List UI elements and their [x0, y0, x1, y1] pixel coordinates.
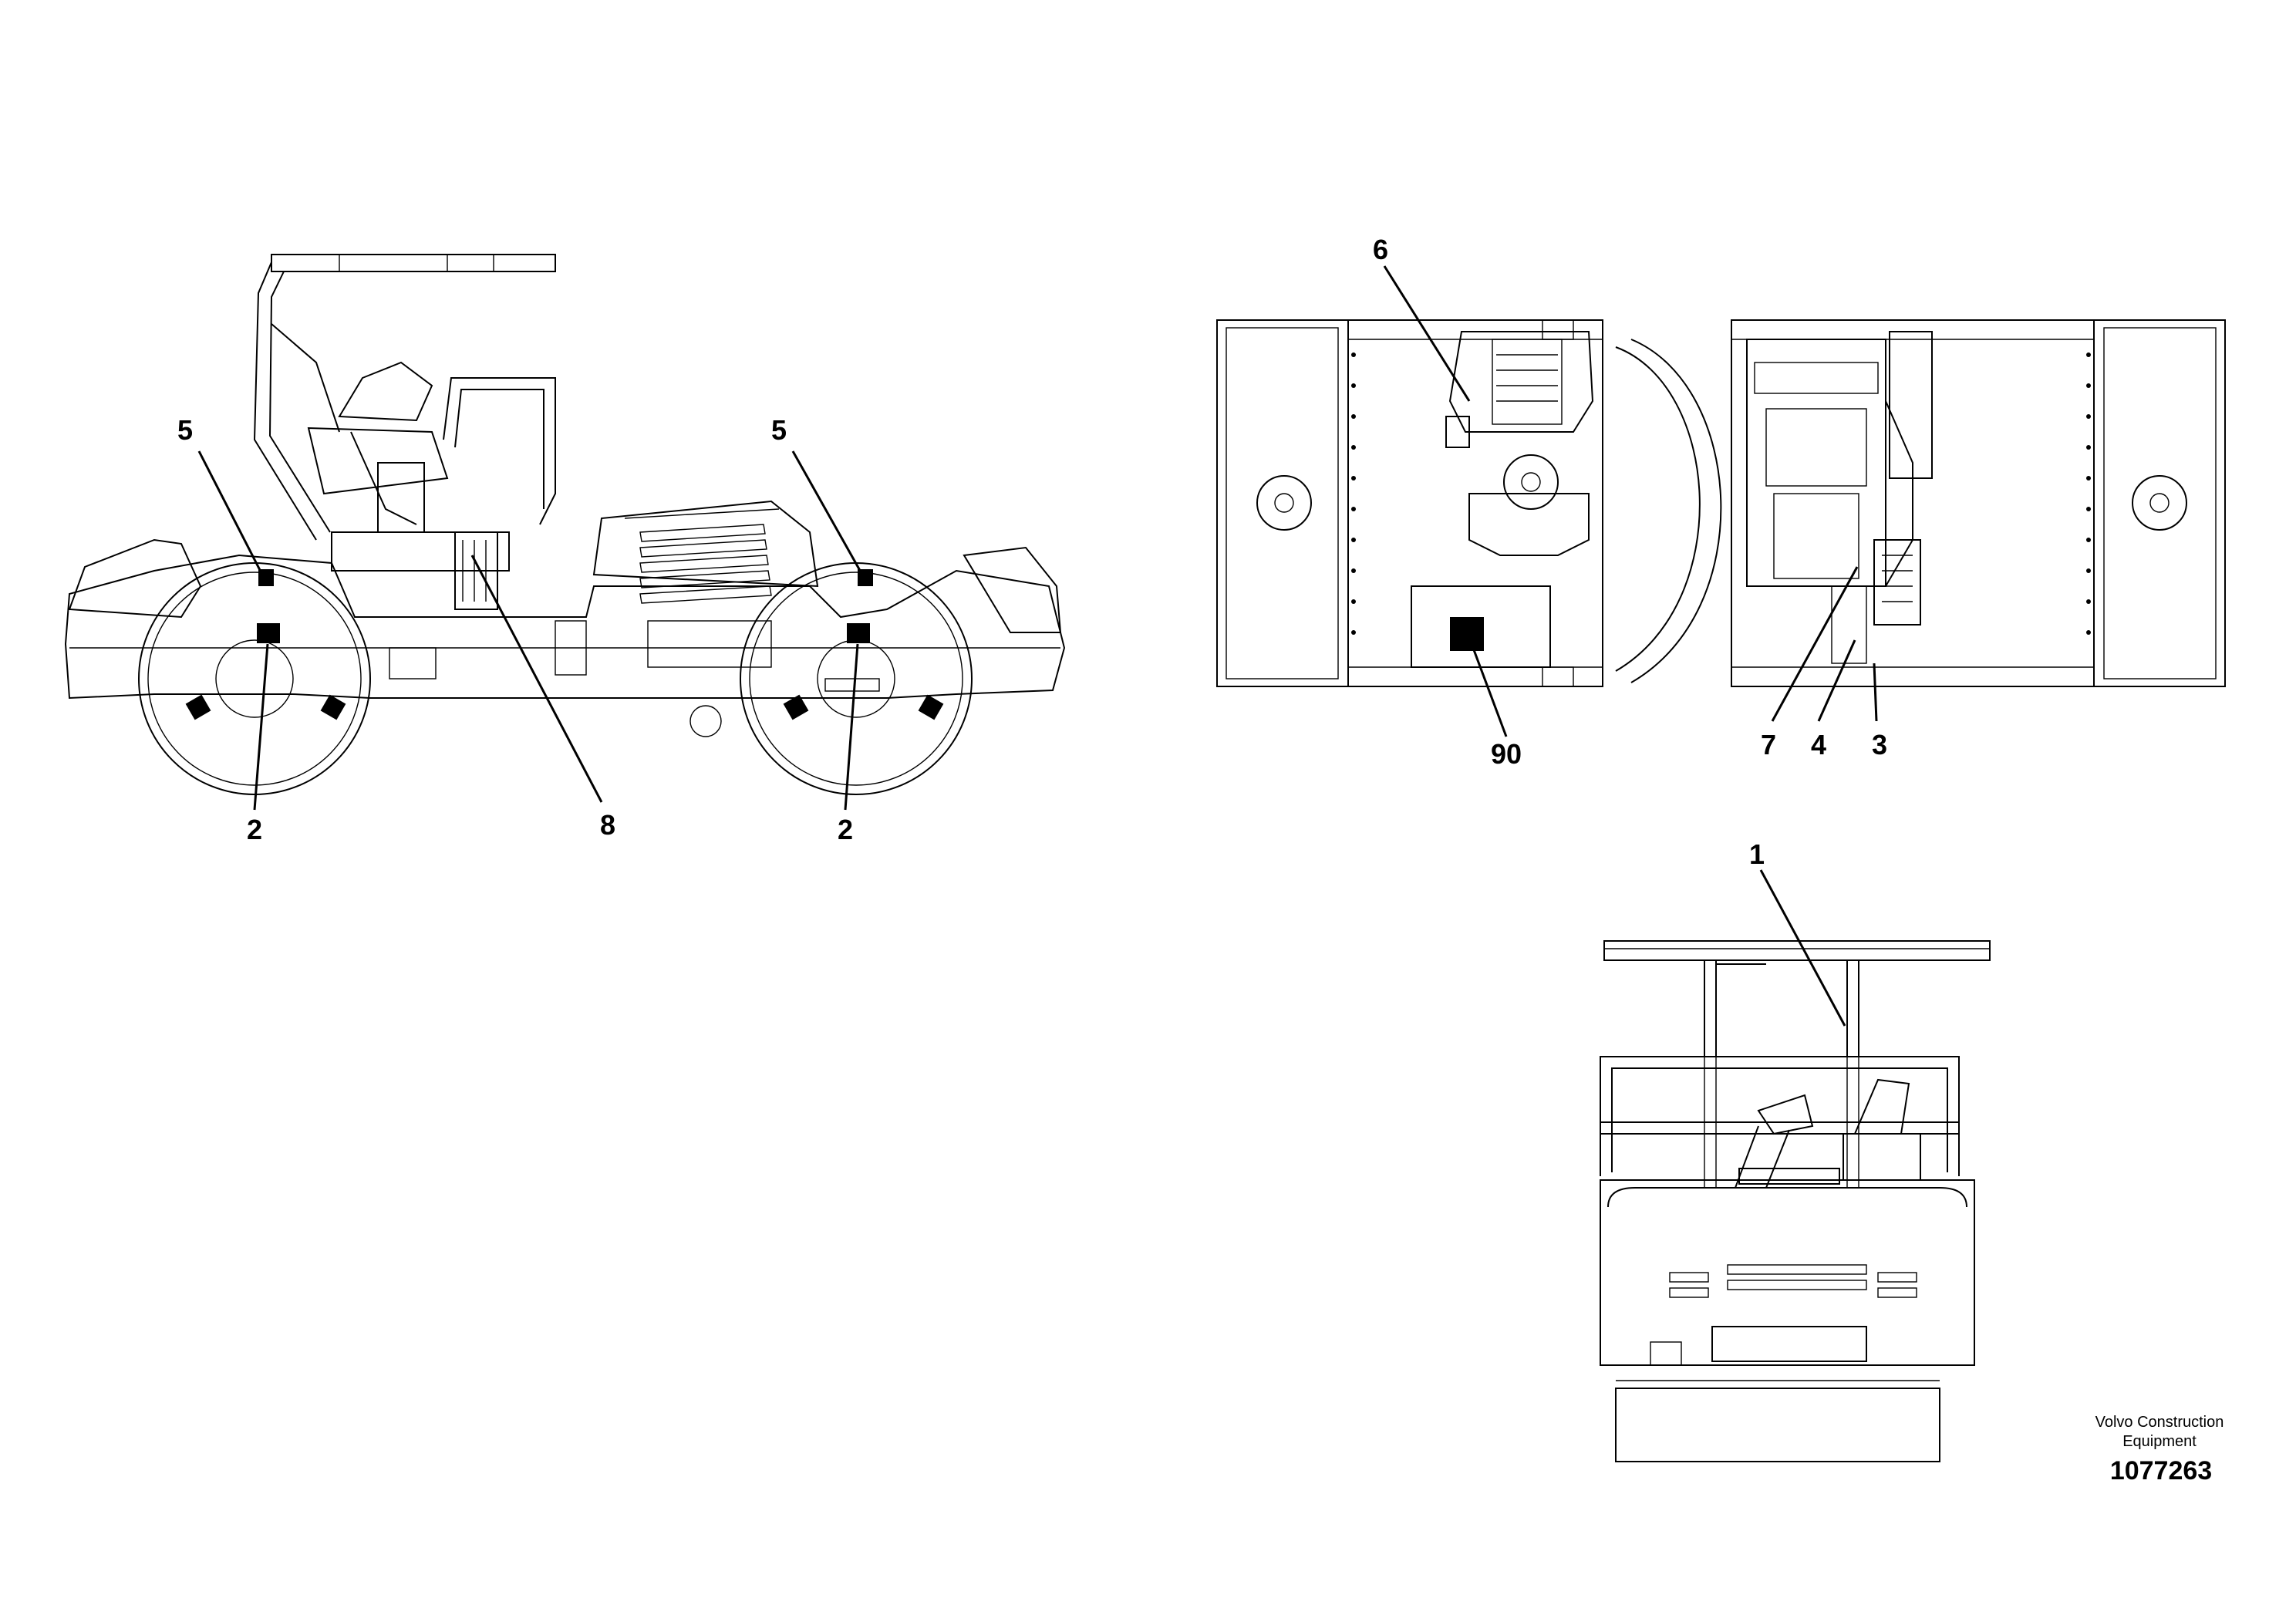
brand-line-1: Volvo Construction [2095, 1414, 2224, 1431]
rear-view: 1 [1600, 838, 1991, 1462]
side-view: 5 5 2 2 8 [64, 254, 1066, 845]
callout-4: 4 [1811, 729, 1826, 760]
top-view-rear: 7 4 3 [1731, 319, 2226, 760]
hood-louvres [639, 524, 772, 604]
callout-3: 3 [1872, 729, 1887, 760]
callout-90: 90 [1491, 738, 1522, 770]
callout-2-right: 2 [838, 814, 853, 845]
decal-marker [847, 623, 870, 643]
footer: Volvo Construction Equipment 1077263 [2095, 1414, 2224, 1485]
callout-5-right: 5 [771, 414, 787, 446]
bolt-row [2086, 352, 2091, 635]
callout-7: 7 [1761, 729, 1776, 760]
top-view-front: 6 90 [1216, 234, 1722, 770]
bolt-row [1351, 352, 1356, 635]
callout-5-left: 5 [177, 414, 193, 446]
document-number: 1077263 [2110, 1456, 2212, 1485]
callout-6: 6 [1373, 234, 1388, 265]
decal-marker [1450, 617, 1484, 651]
callout-8: 8 [600, 809, 615, 841]
decal-marker [257, 623, 280, 643]
callout-1: 1 [1749, 838, 1765, 870]
callout-2-left: 2 [247, 814, 262, 845]
brand-line-2: Equipment [2122, 1433, 2197, 1450]
